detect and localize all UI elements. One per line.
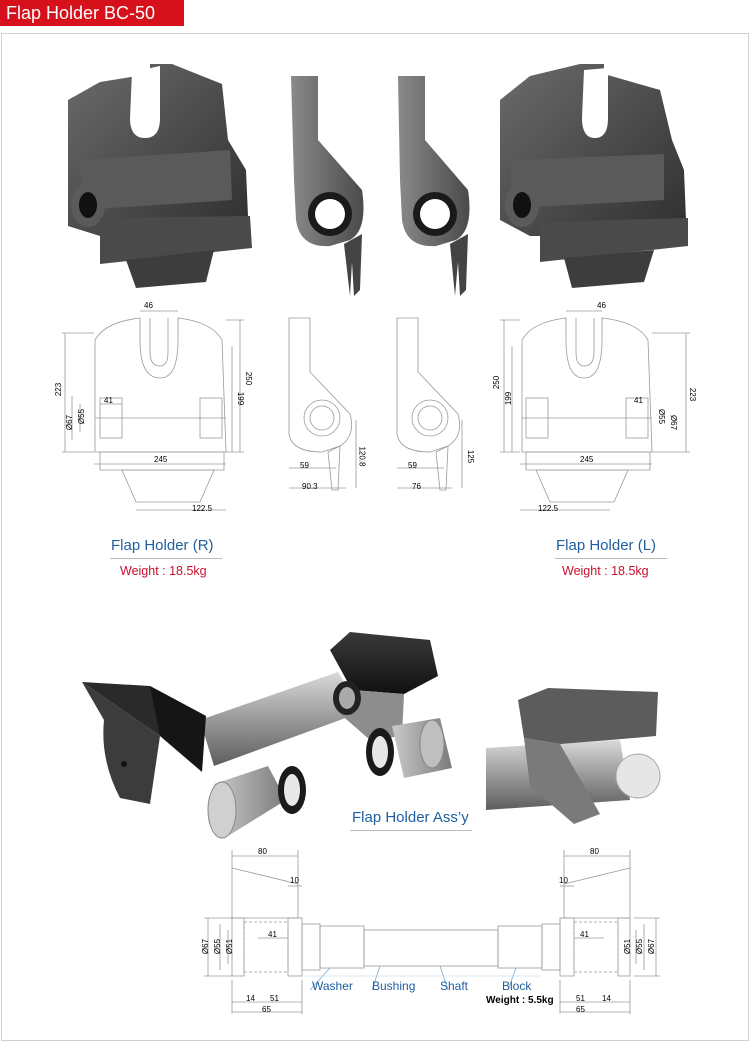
dim-l-46: 46 <box>597 301 606 310</box>
tech-drawing-l <box>500 310 690 511</box>
tech-drawing-side-r <box>288 317 357 491</box>
part-label-block: Block <box>502 979 532 993</box>
assy-caption: Flap Holder Ass’y <box>352 809 469 826</box>
dim-sl-76: 76 <box>412 482 421 491</box>
dim-r-67: Ø67 <box>65 414 75 431</box>
dim-r-245: 245 <box>154 455 168 464</box>
part-label-washer: Washer <box>312 979 353 993</box>
dim-r-199: 199 <box>236 391 246 406</box>
part-label-bushing: Bushing <box>372 979 416 993</box>
dim-r-223: 223 <box>54 382 64 397</box>
flap-holder-r-caption: Flap Holder (R) <box>111 537 214 554</box>
dim-a-41-left: 41 <box>268 930 277 939</box>
dim-sl-59: 59 <box>408 461 417 470</box>
dim-a-65-left: 65 <box>262 1005 271 1014</box>
tech-drawing-side-l <box>396 317 463 491</box>
flap-holder-l-render <box>500 64 688 288</box>
dim-l-199: 199 <box>504 391 514 406</box>
dim-r-250: 250 <box>244 371 254 386</box>
assembly-render <box>82 632 661 839</box>
dim-l-250: 250 <box>492 375 502 390</box>
caption-rule-r <box>110 558 222 559</box>
dim-a-55-right: Ø55 <box>635 938 645 955</box>
side-view-r-render <box>291 76 364 296</box>
caption-rule-assy <box>350 830 472 831</box>
caption-rule-l <box>555 558 667 559</box>
dim-r-55: Ø55 <box>77 408 87 425</box>
dim-sr-59: 59 <box>300 461 309 470</box>
part-label-shaft: Shaft <box>440 979 469 993</box>
dim-r-46: 46 <box>144 301 153 310</box>
dim-a-65-right: 65 <box>576 1005 585 1014</box>
dim-a-55-left: Ø55 <box>213 938 223 955</box>
dim-sl-125: 125 <box>466 449 476 464</box>
tech-drawing-r <box>62 310 244 511</box>
dim-r-1225: 122.5 <box>192 504 213 513</box>
flap-holder-r-render <box>68 64 252 288</box>
dim-a-10-right: 10 <box>559 876 568 885</box>
dim-l-55: Ø55 <box>657 408 667 425</box>
dim-a-14-right: 14 <box>602 994 611 1003</box>
dim-a-80-right: 80 <box>590 847 599 856</box>
dim-a-67-right: Ø67 <box>647 938 657 955</box>
flap-holder-l-weight: Weight : 18.5kg <box>562 564 649 578</box>
side-view-l-render <box>398 76 470 296</box>
dim-a-67-left: Ø67 <box>201 938 211 955</box>
dim-a-80-left: 80 <box>258 847 267 856</box>
dim-l-41: 41 <box>634 396 643 405</box>
flap-holder-r-weight: Weight : 18.5kg <box>120 564 207 578</box>
block-weight: Weight : 5.5kg <box>486 995 554 1006</box>
dim-a-10-left: 10 <box>290 876 299 885</box>
dim-a-41-right: 41 <box>580 930 589 939</box>
dim-a-51-left-b: 51 <box>270 994 279 1003</box>
dim-l-67: Ø67 <box>669 414 679 431</box>
page-title: Flap Holder BC-50 <box>0 0 184 26</box>
dim-a-51-right: Ø51 <box>623 938 633 955</box>
dim-sr-903: 90.3 <box>302 482 318 491</box>
flap-holder-l-caption: Flap Holder (L) <box>556 537 657 554</box>
dim-sr-1208: 120.8 <box>357 446 367 467</box>
dim-l-1225: 122.5 <box>538 504 559 513</box>
dim-l-223: 223 <box>688 387 698 402</box>
content-frame <box>1 33 749 1041</box>
tech-drawing-assy <box>204 850 660 1014</box>
dim-l-245: 245 <box>580 455 594 464</box>
dim-a-14-left: 14 <box>246 994 255 1003</box>
dim-a-51-left: Ø51 <box>225 938 235 955</box>
dim-r-41: 41 <box>104 396 113 405</box>
dim-a-51-right-b: 51 <box>576 994 585 1003</box>
